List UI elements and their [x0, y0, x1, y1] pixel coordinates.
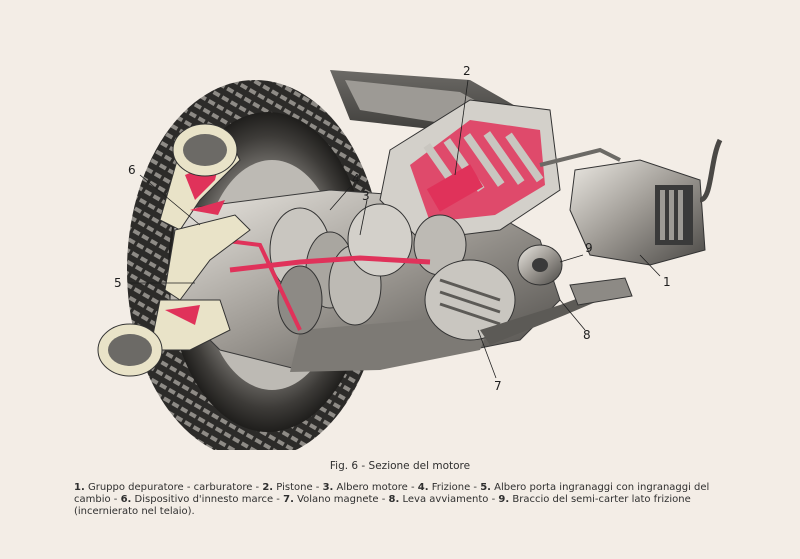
callout-1: 1 [663, 275, 671, 289]
callout-9: 9 [585, 241, 593, 255]
legend-text-9: Braccio del semi-carter lato frizione (i… [74, 494, 691, 517]
figure-legend: 1. Gruppo depuratore - carburatore - 2. … [74, 482, 744, 518]
swing-arm-pivot [517, 244, 563, 286]
legend-num-8: 8. [388, 494, 400, 505]
leader-lines [128, 79, 661, 379]
tire-section-top [172, 123, 238, 177]
carburettor-group [539, 138, 723, 266]
cylinder-section [379, 99, 561, 241]
legend-num-9: 9. [498, 494, 510, 505]
legend-text-4: Frizione - [431, 482, 481, 493]
callout-3: 3 [362, 189, 370, 203]
legend-text-3: Albero motore - [336, 482, 418, 493]
legend-num-2: 2. [262, 482, 274, 493]
legend-num-1: 1. [74, 482, 85, 493]
legend-text-7: Volano magnete - [297, 494, 389, 505]
gear-cluster [219, 203, 467, 335]
figure-caption: Fig. 6 - Sezione del motore [329, 460, 471, 472]
legend-text-6: Dispositivo d'innesto marce - [134, 494, 284, 505]
legend-num-7: 7. [283, 494, 294, 505]
tire-section-bottom [97, 323, 163, 377]
legend-num-6: 6. [120, 494, 132, 505]
callout-8: 8 [583, 328, 591, 342]
callout-4: 4 [352, 172, 360, 186]
legend-text-8: Leva avviamento - [402, 494, 499, 505]
flywheel-magneto [424, 259, 516, 341]
kickstart-lever [480, 277, 633, 345]
legend-num-3: 3. [322, 482, 334, 493]
callout-2: 2 [463, 64, 471, 78]
legend-num-4: 4. [417, 482, 429, 493]
callout-6: 6 [128, 163, 136, 177]
legend-text-2: Pistone - [276, 482, 323, 493]
legend-num-5: 5. [480, 482, 491, 493]
callout-5: 5 [114, 276, 122, 290]
legend-text-5: Albero porta ingranaggi con ingranaggi d… [74, 482, 710, 505]
engine-cutaway-illustration [97, 70, 723, 450]
callout-7: 7 [494, 379, 502, 393]
legend-text-1: Gruppo depuratore - carburatore - [87, 482, 263, 493]
